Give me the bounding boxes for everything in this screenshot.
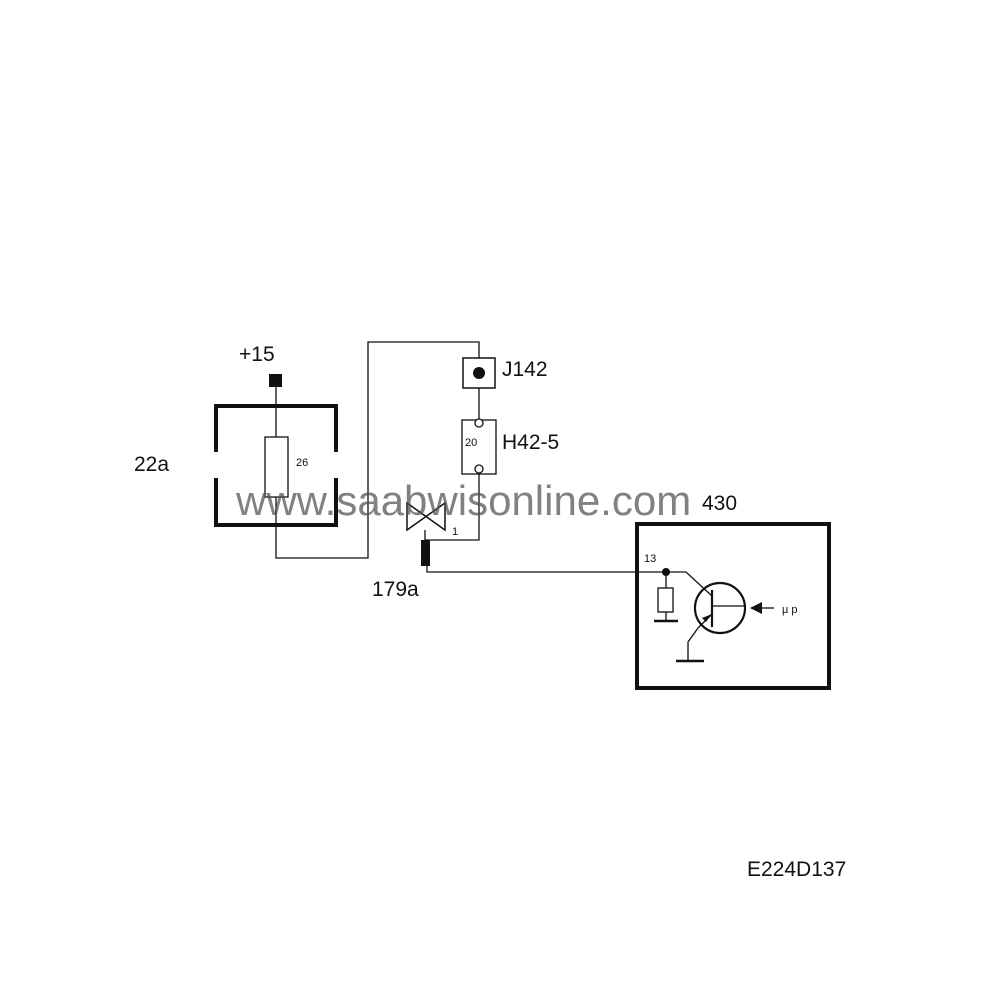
watermark: www.saabwisonline.com [235, 477, 691, 524]
wire-valve-to-430 [426, 565, 666, 573]
microprocessor-label: µ p [782, 604, 798, 616]
connector-j142-label: J142 [502, 358, 548, 381]
diagram-code: E224D137 [747, 858, 846, 881]
valve-pin: 1 [452, 526, 458, 538]
control-unit-430 [635, 522, 831, 690]
connector-j142 [462, 357, 496, 389]
wire-h42-to-valve [424, 474, 480, 541]
pin-13-node [662, 568, 670, 576]
supply-terminal [269, 374, 282, 387]
valve-label: 179a [372, 578, 419, 601]
connector-h42-5 [461, 418, 497, 475]
connector-h42-label: H42-5 [502, 431, 559, 454]
fuse-box-label: 22a [134, 453, 169, 476]
control-unit-pin: 13 [644, 553, 656, 565]
wire-fuse-to-j142 [275, 341, 480, 559]
transistor [693, 581, 747, 635]
mp-input-arrow [750, 602, 762, 614]
supply-label: +15 [239, 343, 275, 366]
fuse-box-22a [214, 404, 338, 527]
control-unit-label: 430 [702, 492, 737, 515]
resistor [657, 587, 674, 613]
connector-h42-pin: 20 [465, 437, 477, 449]
valve-179a [406, 501, 446, 566]
fuse-number: 26 [296, 457, 308, 469]
fuse-element [264, 436, 289, 498]
